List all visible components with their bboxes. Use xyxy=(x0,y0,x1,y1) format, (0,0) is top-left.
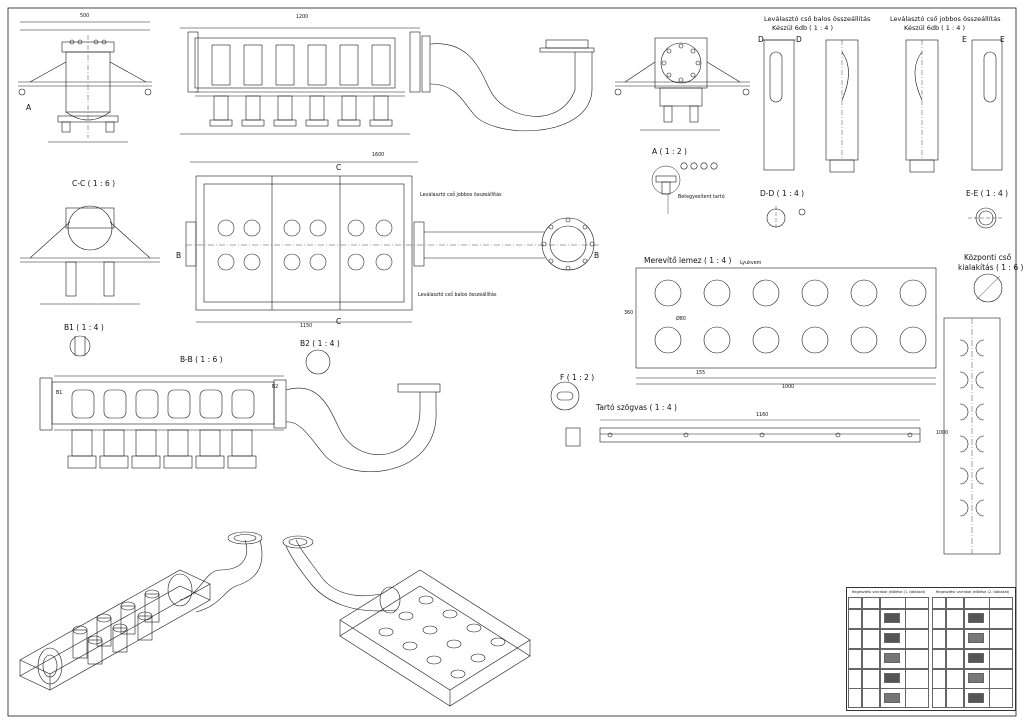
detail-f xyxy=(550,381,581,447)
section-cc xyxy=(20,205,160,305)
dim-stiffener-height: 360 xyxy=(624,311,634,316)
left-assembly-subtitle: Készül 6db ( 1 : 4 ) xyxy=(772,24,833,32)
dim-stiffener-total: 1000 xyxy=(782,385,795,390)
left-assembly-title: Leválasztó cső balos összeállítás xyxy=(764,15,871,23)
support-angle xyxy=(599,419,921,443)
central-pipe-label-1: Központi cső xyxy=(964,253,1012,262)
section-mark-b1: B1 xyxy=(56,391,63,396)
section-dd xyxy=(766,206,806,230)
detail-b2-label: B2 ( 1 : 4 ) xyxy=(300,339,340,348)
front-view-top-left xyxy=(18,21,152,143)
callout-cutout: Lyukvem xyxy=(740,261,762,266)
section-mark-c-bottom: C xyxy=(336,317,342,326)
isometric-view-right xyxy=(282,535,531,707)
dim-plan-width: 1600 xyxy=(372,153,385,158)
dim-top-overall: 1200 xyxy=(296,15,309,20)
support-angle-label: Tartó szögvas ( 1 : 4 ) xyxy=(596,403,677,412)
callout-right-assembly: Leválasztó cső jobbos összeállítás xyxy=(420,193,502,198)
weld-symbol-tables: Hegesztési varratok jelölése (1. tábláza… xyxy=(846,587,1016,711)
dim-central-pipe: 1000 xyxy=(936,431,949,436)
central-pipe-section xyxy=(973,273,1003,303)
section-mark-e-right: E xyxy=(1000,35,1005,44)
callout-holder: Betegyesítent tartó xyxy=(678,195,725,200)
section-mark-d-left: D xyxy=(758,35,764,44)
weld-table-left: Hegesztési varratok jelölése (1. tábláza… xyxy=(847,588,930,710)
stiffener-plate xyxy=(635,267,937,385)
end-view-top xyxy=(614,37,750,131)
section-cc-label: C-C ( 1 : 6 ) xyxy=(72,179,116,188)
section-bb-label: B-B ( 1 : 6 ) xyxy=(180,355,223,364)
dim-angle-length: 1160 xyxy=(756,413,769,418)
section-dd-label: D-D ( 1 : 4 ) xyxy=(760,189,805,198)
section-ee-label: E-E ( 1 : 4 ) xyxy=(966,189,1009,198)
dim-pitch: 155 xyxy=(696,371,706,376)
central-pipe-label-2: kialakítás ( 1 : 6 ) xyxy=(958,263,1024,272)
side-view-top xyxy=(180,27,595,135)
sheet-border xyxy=(7,7,1017,717)
weld-table-right-grid xyxy=(932,597,1013,708)
weld-table-left-title: Hegesztési varratok jelölése (1. tábláza… xyxy=(851,590,926,594)
central-pipe-elevation xyxy=(943,317,1001,555)
plan-view xyxy=(185,161,600,323)
weld-table-right: Hegesztési varratok jelölése (2. tábláza… xyxy=(931,588,1014,710)
section-ee xyxy=(968,207,1004,229)
dim-diameter: Ø80 xyxy=(676,317,686,322)
section-mark-e-left: E xyxy=(962,35,967,44)
right-separator-assembly xyxy=(905,39,1003,173)
detail-a-label: A ( 1 : 2 ) xyxy=(652,147,687,156)
detail-f-label: F ( 1 : 2 ) xyxy=(560,373,595,382)
weld-table-right-title: Hegesztési varratok jelölése (2. tábláza… xyxy=(935,590,1010,594)
section-mark-b-left: B xyxy=(176,251,182,260)
left-separator-assembly xyxy=(762,39,859,173)
weld-table-left-grid xyxy=(848,597,929,708)
dim-top-mid: 500 xyxy=(80,14,90,19)
dim-plan-bottom: 1150 xyxy=(300,324,313,329)
detail-b1-label: B1 ( 1 : 4 ) xyxy=(64,323,104,332)
section-mark-c-top: C xyxy=(336,163,342,172)
stiffener-plate-label: Merevítő lemez ( 1 : 4 ) xyxy=(644,256,732,265)
section-mark-d-right: D xyxy=(796,35,802,44)
section-mark-b2: B2 xyxy=(272,385,279,390)
callout-left-assembly: Leválasztó cső balos összeállítás xyxy=(418,293,497,298)
section-bb xyxy=(39,335,441,472)
section-mark-b-right: B xyxy=(594,251,600,260)
isometric-view-left xyxy=(19,531,263,691)
section-mark-a: A xyxy=(26,103,32,112)
detail-a xyxy=(651,162,718,214)
right-assembly-subtitle: Készül 6db ( 1 : 4 ) xyxy=(904,24,965,32)
right-assembly-title: Leválasztó cső jobbos összeállítás xyxy=(890,15,1001,23)
